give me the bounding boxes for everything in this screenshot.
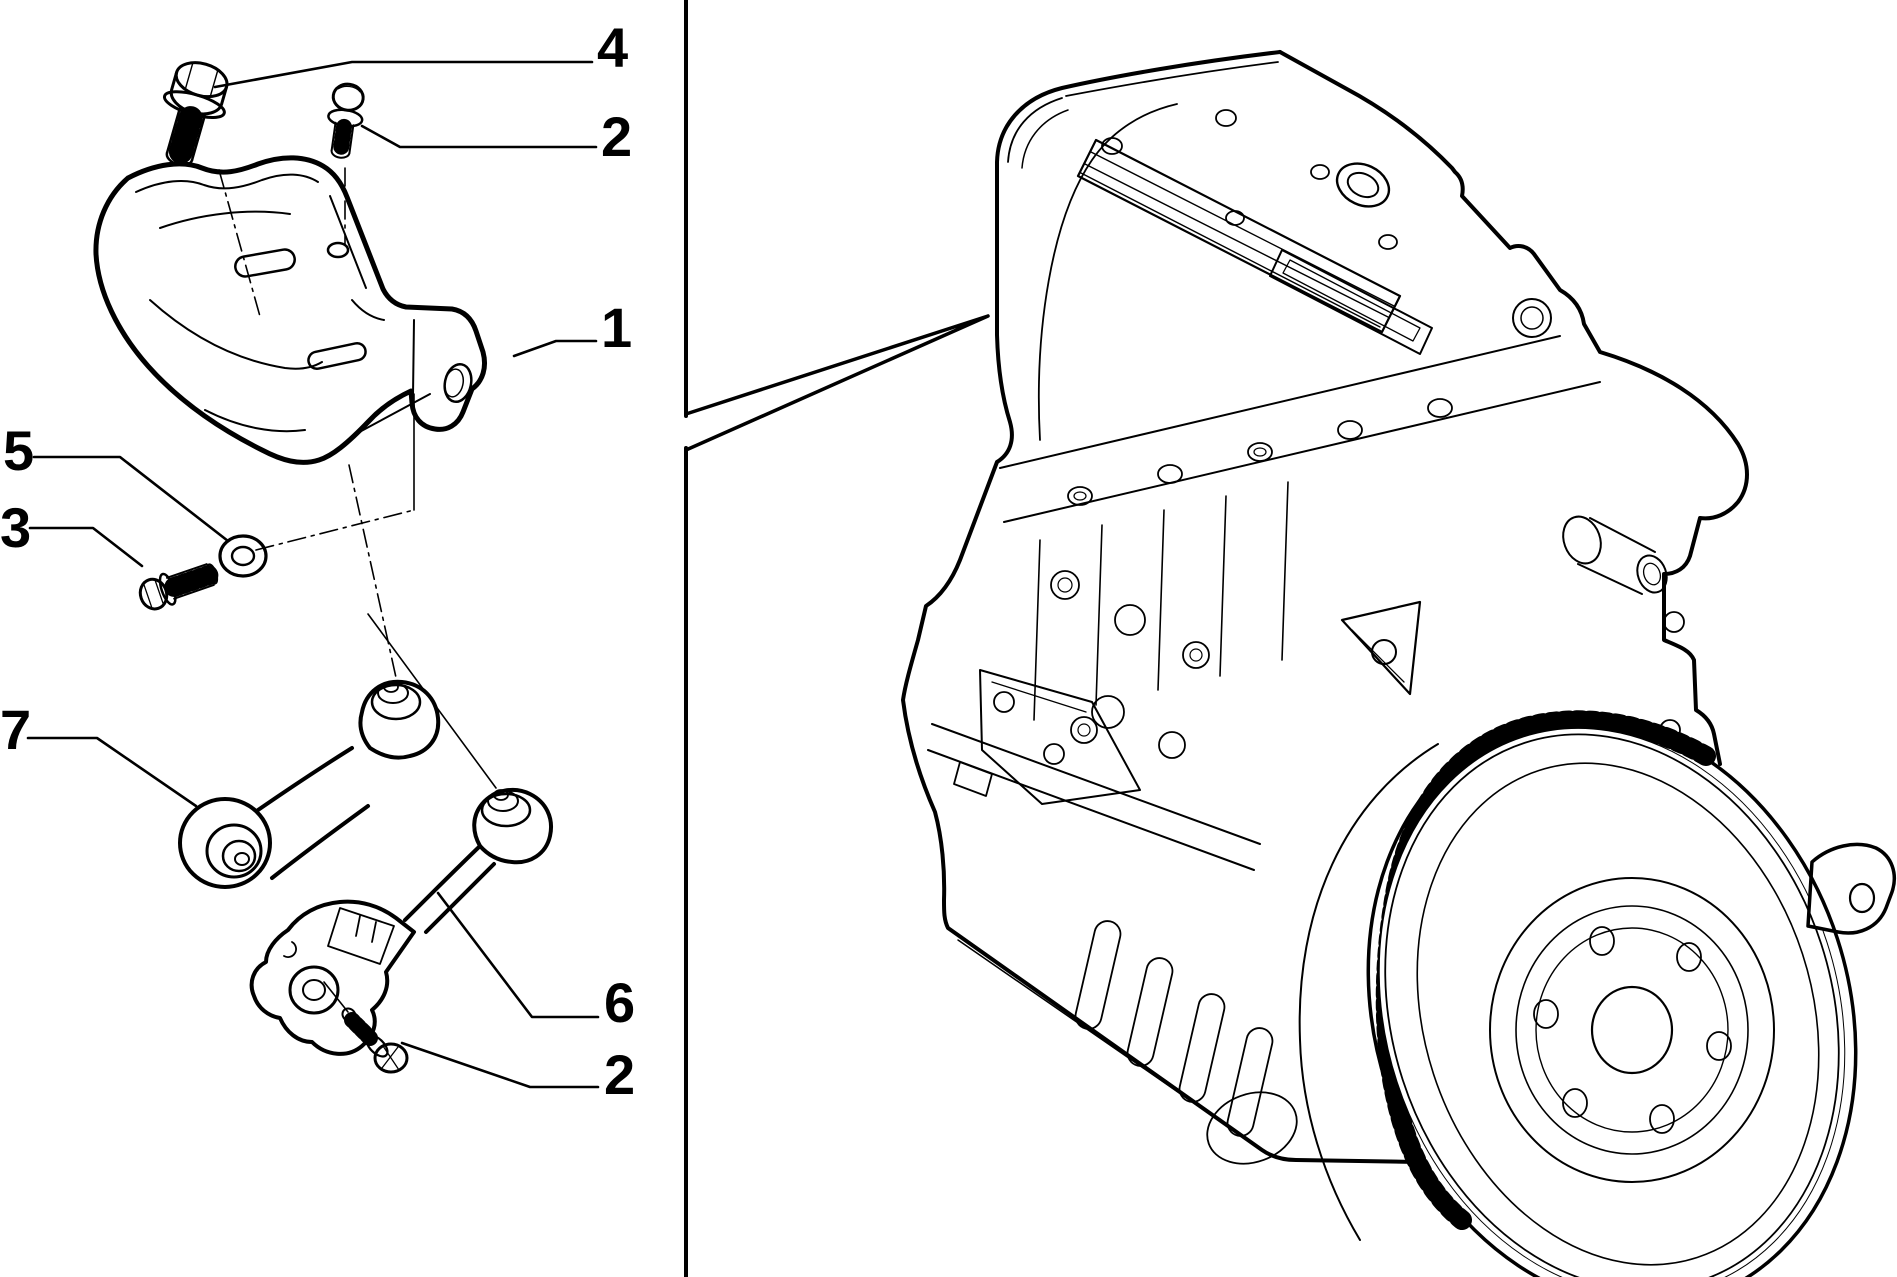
- flanged-hex-bolt-long: [162, 61, 229, 167]
- leader-2-bottom: [400, 1041, 600, 1089]
- leader-5: [32, 455, 230, 543]
- callout-5: 5: [3, 419, 34, 482]
- valve-cover-rib-panel: [1076, 138, 1402, 334]
- block-mount-plate: [979, 669, 1141, 805]
- callout-leader-lines: [26, 60, 600, 1089]
- block-triangle-bracket: [1340, 600, 1422, 696]
- callout-1: 1: [601, 296, 632, 359]
- bolt-threads: [168, 106, 203, 165]
- bolt2-head: [373, 1042, 409, 1074]
- assembly-centerlines: [218, 167, 497, 1013]
- screw-head: [138, 577, 169, 611]
- bracket-stud-hole: [326, 241, 350, 259]
- leader-7: [26, 736, 198, 808]
- coolant-hose-stub: [1562, 515, 1668, 595]
- crank-center-hole: [1590, 985, 1674, 1075]
- callout-7: 7: [0, 698, 31, 761]
- torque-reaction-rod: [178, 679, 441, 889]
- stud-threads: [332, 118, 353, 159]
- stud-bolt-upper: [327, 82, 365, 159]
- callout-4: 4: [597, 16, 628, 79]
- flywheel-side-tab: [1806, 842, 1897, 935]
- callout-6: 6: [604, 971, 635, 1034]
- clevis-bracket: [249, 899, 416, 1056]
- torque-reaction-rod-with-clevis: [249, 787, 553, 1056]
- flywheel-hub: [1489, 877, 1775, 1183]
- bolt2-threads: [344, 1012, 378, 1046]
- washer-outer-ring: [218, 534, 268, 578]
- clevis-bushing: [288, 965, 340, 1015]
- engine-outer-contour: [901, 50, 1420, 1164]
- leader-4: [213, 60, 594, 89]
- engine-mount-bracket: [93, 155, 488, 465]
- engine-assembly-illustration: [901, 50, 1897, 1277]
- block-lower-rail: [927, 716, 1261, 871]
- rod-bushing-housing: [178, 797, 272, 889]
- callout-3: 3: [0, 496, 31, 559]
- rod6-ball-joint: [472, 787, 553, 865]
- oil-pan-slots: [1074, 920, 1274, 1137]
- bracket-slot-upper: [234, 248, 296, 278]
- leader-2-top: [360, 124, 598, 149]
- leader-1: [512, 339, 598, 358]
- bracket-outline: [93, 155, 488, 465]
- leader-3: [28, 526, 144, 568]
- stud-bolt-lower: [341, 1007, 409, 1074]
- callout-2-bottom: 2: [604, 1043, 635, 1106]
- panel-divider: [684, 0, 990, 1277]
- flywheel: [1366, 710, 1897, 1277]
- pointer-wedge: [684, 314, 990, 452]
- flanged-screw: [138, 563, 219, 611]
- starter-pocket: [1206, 1091, 1298, 1165]
- callout-2-top: 2: [601, 105, 632, 168]
- screw-threads: [164, 565, 219, 597]
- head-bolt-bosses: [1067, 398, 1453, 506]
- oil-filler-neck: [1335, 162, 1391, 208]
- leader-6: [436, 891, 600, 1019]
- cover-recess: [1269, 249, 1433, 355]
- bracket-slot-lower: [307, 341, 367, 371]
- washer-inner-ring: [230, 545, 256, 567]
- washer: [218, 534, 268, 578]
